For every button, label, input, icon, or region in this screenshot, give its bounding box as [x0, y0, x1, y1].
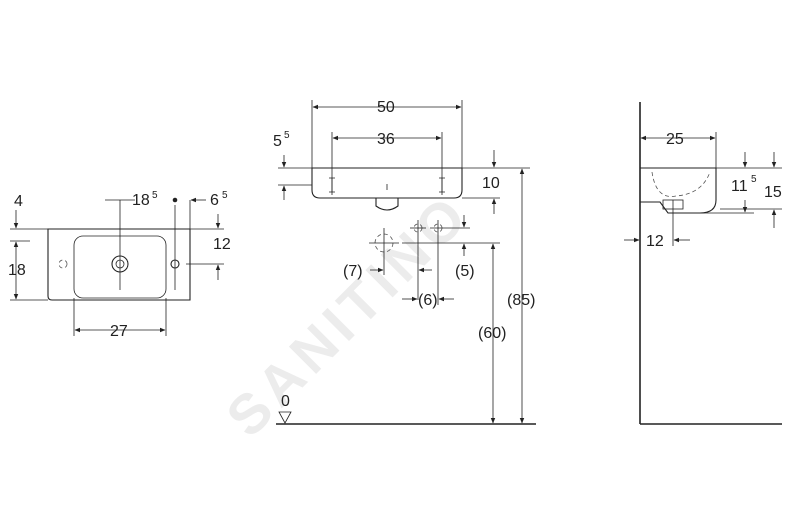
top-view: 4 18 18 5 6 5 12 27	[8, 190, 231, 340]
dim-outlet-offset: 12	[646, 233, 664, 250]
dim-rim-height: 10	[482, 175, 500, 192]
dim-overall-height: 15	[764, 184, 782, 201]
dim-bowl-depth: 11	[731, 178, 748, 195]
dim-right-offset-sup: 5	[222, 190, 228, 201]
dim-tap-offset: 18	[132, 192, 150, 209]
waste-outlet	[375, 198, 399, 211]
floor-level-icon	[278, 411, 292, 424]
side-view: 25 11 5 15 12	[624, 102, 782, 425]
basin-outline-side	[640, 167, 717, 214]
dim-tap-offset-sup: 5	[152, 190, 158, 201]
watermark: SANITINO	[214, 181, 482, 449]
dim-right-height: 12	[213, 236, 231, 253]
dim-left-height: 18	[8, 262, 26, 279]
dim-supply-offset: (5)	[455, 263, 475, 280]
dim-waste-offset: (7)	[343, 263, 363, 280]
basin-outline-front	[311, 167, 463, 199]
dim-bowl-width: 27	[110, 323, 128, 340]
dim-total-height: (85)	[507, 292, 535, 309]
dim-waste-height: (60)	[478, 325, 506, 342]
dim-left-top: 4	[14, 193, 23, 210]
optional-tap-hole-icon	[58, 259, 68, 269]
dim-rim-offset: 5	[273, 133, 282, 150]
dim-waste-spacing: (6)	[418, 292, 438, 309]
dim-rim-offset-sup: 5	[284, 130, 290, 141]
basin-outline-top	[47, 228, 191, 301]
dim-width: 50	[377, 99, 395, 116]
dim-bowl-depth-sup: 5	[751, 174, 757, 185]
dim-floor-level: 0	[281, 393, 290, 410]
dim-hole-spacing: 36	[377, 131, 395, 148]
dim-depth: 25	[666, 131, 684, 148]
dim-right-offset: 6	[210, 192, 219, 209]
front-view: 50 36 5 5 10	[273, 99, 536, 425]
